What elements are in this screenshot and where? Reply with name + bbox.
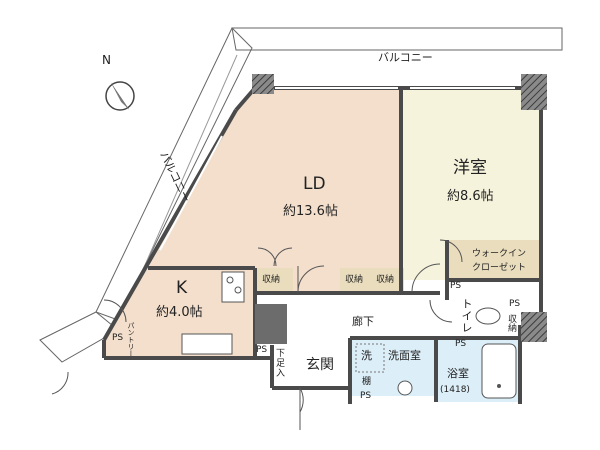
- bath-name: 浴室: [447, 367, 469, 380]
- walkin-label-line1: ウォークイン: [472, 249, 527, 259]
- pantry-label: パントリー: [127, 322, 135, 357]
- ld-name: LD: [303, 174, 326, 194]
- entrance-label: 玄関: [306, 357, 334, 373]
- balcony-top-label: バルコニー: [378, 51, 433, 64]
- kitchen-sink: [181, 333, 233, 355]
- western-room-area: 約8.6帖: [447, 189, 494, 204]
- balcony-top-outline: [231, 27, 563, 51]
- ld-floor: [148, 88, 400, 292]
- walkin-label-line2: クローゼット: [472, 263, 527, 273]
- wash-basin: [397, 380, 413, 396]
- corridor-storage-a-label: 収納: [345, 275, 364, 285]
- ld-area: 約13.6帖: [283, 204, 338, 219]
- column-top-left: [252, 74, 274, 94]
- compass-north-label: N: [102, 53, 111, 67]
- window-ld-diagonal: [159, 135, 223, 251]
- bath-drain: [497, 384, 501, 388]
- kitchen-stove: [221, 271, 245, 303]
- column-top-right: [521, 74, 547, 110]
- walkin-floor: [447, 240, 541, 280]
- kitchen-storage-floor: [255, 268, 293, 293]
- bathtub: [481, 343, 517, 399]
- ps-kitchen: PS: [112, 333, 124, 343]
- toilet-bowl: [475, 307, 501, 325]
- washroom-floor: [350, 340, 436, 396]
- kitchen-name: K: [176, 278, 188, 298]
- corridor-storage-b-label: 収納: [376, 275, 395, 285]
- toilet-storage-label: 収納: [506, 314, 516, 332]
- corridor-floor: [293, 293, 443, 338]
- column-right: [521, 312, 547, 342]
- column-mid-left: [255, 304, 287, 344]
- ps-walkin: PS: [450, 281, 462, 291]
- ps-washroom: PS: [360, 391, 372, 401]
- stove-burner-1: [226, 276, 234, 284]
- kitchen-storage-label: 収納: [262, 275, 281, 285]
- ps-entrance: PS: [256, 345, 268, 355]
- corridor-storage-floor: [340, 268, 404, 293]
- stove-burner-2: [234, 286, 242, 294]
- corridor-label: 廊下: [352, 315, 374, 328]
- doors: [51, 239, 463, 430]
- ps-toilet: PS: [509, 299, 521, 309]
- washroom-label: 洗面室: [388, 349, 421, 362]
- toilet-label: トイレ: [460, 298, 473, 334]
- kitchen-area: 約4.0帖: [156, 305, 203, 320]
- shelf-label: 棚: [362, 377, 372, 387]
- bath-size: (1418): [440, 385, 470, 395]
- wash-label: 洗: [361, 349, 372, 362]
- ps-bath: PS: [455, 339, 467, 349]
- washing-machine-space: [355, 343, 385, 373]
- shoe-storage-label: 下足入: [274, 348, 284, 378]
- western-room-name: 洋室: [453, 158, 487, 178]
- compass-icon: [105, 81, 135, 111]
